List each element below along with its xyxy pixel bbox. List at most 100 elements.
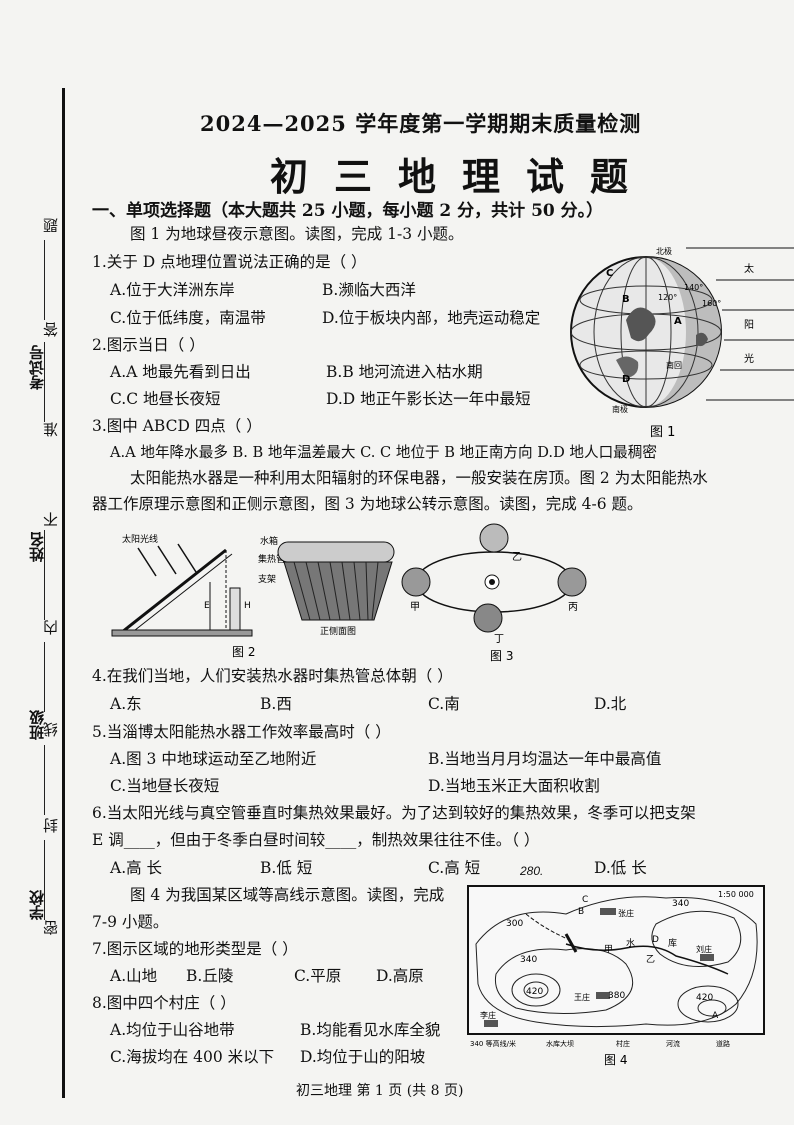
legend-river: 河流 (666, 1039, 680, 1048)
tank-label: 水箱 (260, 535, 278, 547)
q5-stem: 5.当淄博太阳能热水器工作效率最高时（ ） (92, 723, 391, 741)
point-d: D (652, 935, 659, 945)
fill-line (44, 745, 45, 815)
q8-stem: 8.图中四个村庄（ ） (92, 994, 236, 1012)
q1-option-b: B.濒临大西洋 (322, 281, 416, 299)
q2-option-b: B.B 地河流进入枯水期 (326, 363, 483, 381)
fill-line (44, 530, 45, 620)
reservoir-char: 库 (668, 937, 677, 949)
position-bing: 丙 (568, 602, 578, 613)
intro-fig4-l2: 7-9 小题。 (92, 913, 169, 931)
q4-stem: 4.在我们当地，人们安装热水器时集热管总体朝（ ） (92, 667, 453, 685)
position-jia: 甲 (410, 602, 420, 613)
q5-option-d: D.当地玉米正大面积收割 (428, 777, 600, 795)
point-b: B (578, 907, 584, 917)
point-c: C (606, 268, 613, 279)
handwritten-note: 280. (520, 864, 544, 878)
scale-label: 1:50 000 (718, 890, 754, 899)
village-zhang: 张庄 (618, 908, 634, 918)
front-view-label: 正侧面图 (320, 625, 356, 637)
point-a: A (712, 1011, 719, 1021)
q7-option-c: C.平原 (294, 967, 342, 985)
legend-dam: 水库大坝 (546, 1039, 574, 1048)
contour-label: 340 (672, 899, 689, 909)
seal-char: 准 (42, 422, 60, 437)
sun-char: 阳 (744, 319, 754, 331)
seal-char: 内 (42, 620, 60, 635)
sunlight-label: 太阳光线 (122, 533, 158, 545)
contour-label: 420 (526, 987, 543, 997)
intro-fig4-l1: 图 4 为我国某区域等高线示意图。读图，完成 (130, 886, 445, 904)
exam-title: 2024—2025 学年度第一学期期末质量检测 (200, 111, 642, 136)
q4-option-c: C.南 (428, 695, 460, 713)
tropic-label: 南回 (666, 360, 682, 370)
lon-label: 120° (658, 293, 677, 302)
q3-options: A.A 地年降水最多 B. B 地年温差最大 C. C 地位于 B 地正南方向 … (110, 444, 657, 461)
q8-option-d: D.均位于山的阳坡 (300, 1048, 426, 1066)
figure-2-caption: 图 2 (232, 645, 255, 658)
q1-stem: 1.关于 D 点地理位置说法正确的是（ ） (92, 253, 367, 271)
q7-option-d: D.高原 (376, 967, 424, 985)
legend-contour: 340 等高线/米 (470, 1039, 516, 1048)
seal-char: 密 (42, 920, 60, 935)
intro-fig1: 图 1 为地球昼夜示意图。读图，完成 1-3 小题。 (130, 225, 464, 243)
q6-stem-l1: 6.当太阳光线与真空管垂直时集热效果最好。为了达到较好的集热效果，冬季可以把支架 (92, 804, 696, 822)
position-yi: 乙 (512, 551, 522, 563)
q1-option-d: D.位于板块内部，地壳运动稳定 (322, 309, 541, 327)
q6-option-d: D.低 长 (594, 859, 647, 877)
point-d: D (622, 374, 630, 385)
q6-option-a: A.高 长 (110, 859, 163, 877)
seal-char: 封 (42, 818, 60, 833)
lon-label: 160° (702, 299, 721, 308)
fill-line (44, 642, 45, 712)
figure-1-globe: 北极 南极 120° 140° 160° 南回 太 阳 光 A B C D 图 … (570, 246, 794, 440)
q6-option-b: B.低 短 (260, 859, 313, 877)
intro-fig2-l1: 太阳能热水器是一种利用太阳辐射的环保电器，一般安装在房顶。图 2 为太阳能热水 (130, 469, 708, 487)
q2-stem: 2.图示当日（ ） (92, 336, 205, 354)
support-label: 支架 (258, 573, 276, 585)
point-yi: 乙 (646, 954, 655, 965)
figure-4-contour-map: 1:50 000 340 300 340 380 420 420 张庄 王庄 刘… (467, 885, 765, 1067)
q7-option-b: B.丘陵 (186, 967, 234, 985)
q5-option-c: C.当地昼长夜短 (110, 777, 220, 795)
sun-char: 光 (744, 352, 754, 365)
contour-label: 420 (696, 993, 713, 1003)
e-label: E (204, 601, 210, 611)
lon-label: 140° (684, 283, 703, 292)
intro-fig2-l2: 器工作原理示意图和正侧示意图，图 3 为地球公转示意图。读图，完成 4-6 题。 (92, 495, 643, 513)
point-a: A (674, 316, 682, 327)
q5-option-b: B.当地当月月均温达一年中最高值 (428, 750, 662, 768)
q6-stem-l2: E 调____，但由于冬季白昼时间较____，制热效果往往不佳。（ ） (92, 831, 540, 849)
q5-option-a: A.图 3 中地球运动至乙地附近 (110, 750, 317, 768)
sun-char: 太 (744, 262, 754, 275)
q7-option-a: A.山地 (110, 967, 158, 985)
q2-option-d: D.D 地正午影长达一年中最短 (326, 390, 531, 408)
point-c: C (582, 895, 588, 905)
north-pole-label: 北极 (656, 246, 672, 256)
seal-char: 不 (42, 512, 60, 527)
figure-3-caption: 图 3 (490, 649, 513, 662)
q6-option-c: C.高 短 (428, 859, 481, 877)
q1-option-a: A.位于大洋洲东岸 (110, 281, 235, 299)
fill-line (44, 342, 45, 422)
legend-village: 村庄 (616, 1039, 630, 1048)
q8-option-b: B.均能看见水库全貌 (300, 1021, 441, 1039)
subject-title: 初三地理试题 (270, 154, 655, 199)
q1-option-c: C.位于低纬度，南温带 (110, 309, 266, 327)
section-heading: 一、单项选择题（本大题共 25 小题，每小题 2 分，共计 50 分。） (92, 201, 604, 221)
south-pole-label: 南极 (612, 404, 628, 414)
binding-line (62, 88, 65, 1098)
q2-option-a: A.A 地最先看到日出 (110, 363, 251, 381)
contour-label: 380 (608, 991, 625, 1001)
figure-1-caption: 图 1 (650, 425, 675, 440)
h-label: H (244, 601, 251, 611)
contour-label: 300 (506, 919, 523, 929)
q3-stem: 3.图中 ABCD 四点（ ） (92, 417, 262, 435)
village-liu: 刘庄 (696, 944, 712, 954)
figure-4-caption: 图 4 (604, 1053, 627, 1067)
figure-3-revolution: 乙 甲 丙 丁 图 3 (401, 523, 587, 662)
seal-char: 线 (42, 722, 60, 737)
page-footer: 初三地理 第 1 页 (共 8 页) (296, 1083, 464, 1099)
q4-option-a: A.东 (110, 695, 142, 713)
q2-option-c: C.C 地昼长夜短 (110, 390, 221, 408)
